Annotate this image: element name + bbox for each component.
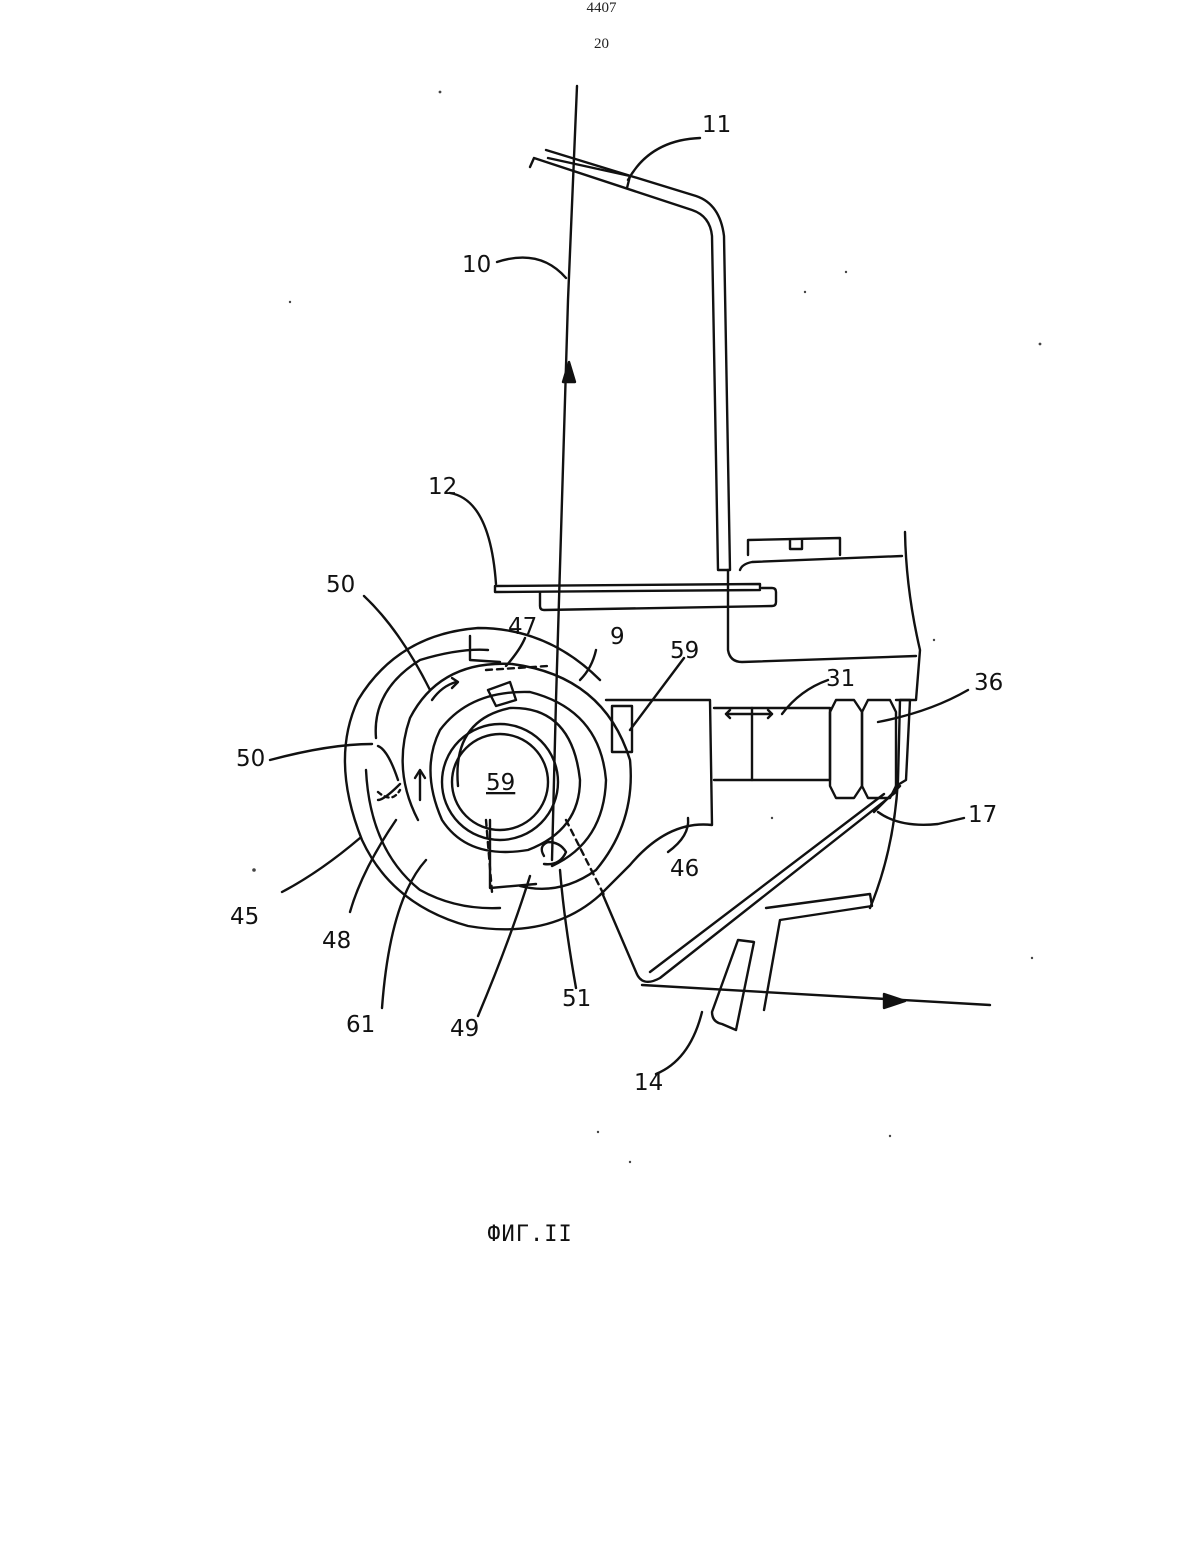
label-51: 51 bbox=[562, 986, 591, 1012]
label-50-left: 50 bbox=[236, 746, 265, 772]
lock-nut-b bbox=[862, 700, 896, 798]
thread-arrow bbox=[563, 362, 575, 382]
label-45: 45 bbox=[230, 904, 259, 930]
label-46: 46 bbox=[670, 856, 699, 882]
label-9: 9 bbox=[610, 624, 625, 650]
label-14: 14 bbox=[634, 1070, 663, 1096]
guide-plate bbox=[495, 584, 760, 592]
thread-out-line bbox=[642, 985, 990, 1005]
lock-nut-a bbox=[830, 700, 862, 798]
label-36: 36 bbox=[974, 670, 1003, 696]
thread-line bbox=[552, 86, 577, 860]
label-47: 47 bbox=[508, 614, 537, 640]
label-49: 49 bbox=[450, 1016, 479, 1042]
label-12: 12 bbox=[428, 474, 457, 500]
label-59-top: 59 bbox=[670, 638, 699, 664]
label-17: 17 bbox=[968, 802, 997, 828]
figure-caption: ФИГ.II bbox=[0, 1222, 1060, 1247]
thread-out-arrow bbox=[884, 994, 905, 1008]
label-61: 61 bbox=[346, 1012, 375, 1038]
adjusting-screw bbox=[714, 708, 830, 780]
label-50-top: 50 bbox=[326, 572, 355, 598]
label-48: 48 bbox=[322, 928, 351, 954]
label-31: 31 bbox=[826, 666, 855, 692]
label-11: 11 bbox=[702, 112, 731, 138]
label-59-hub: 59 bbox=[486, 770, 515, 796]
thread-guide-bracket bbox=[530, 150, 730, 570]
label-10: 10 bbox=[462, 252, 491, 278]
coil-spring bbox=[430, 692, 606, 866]
